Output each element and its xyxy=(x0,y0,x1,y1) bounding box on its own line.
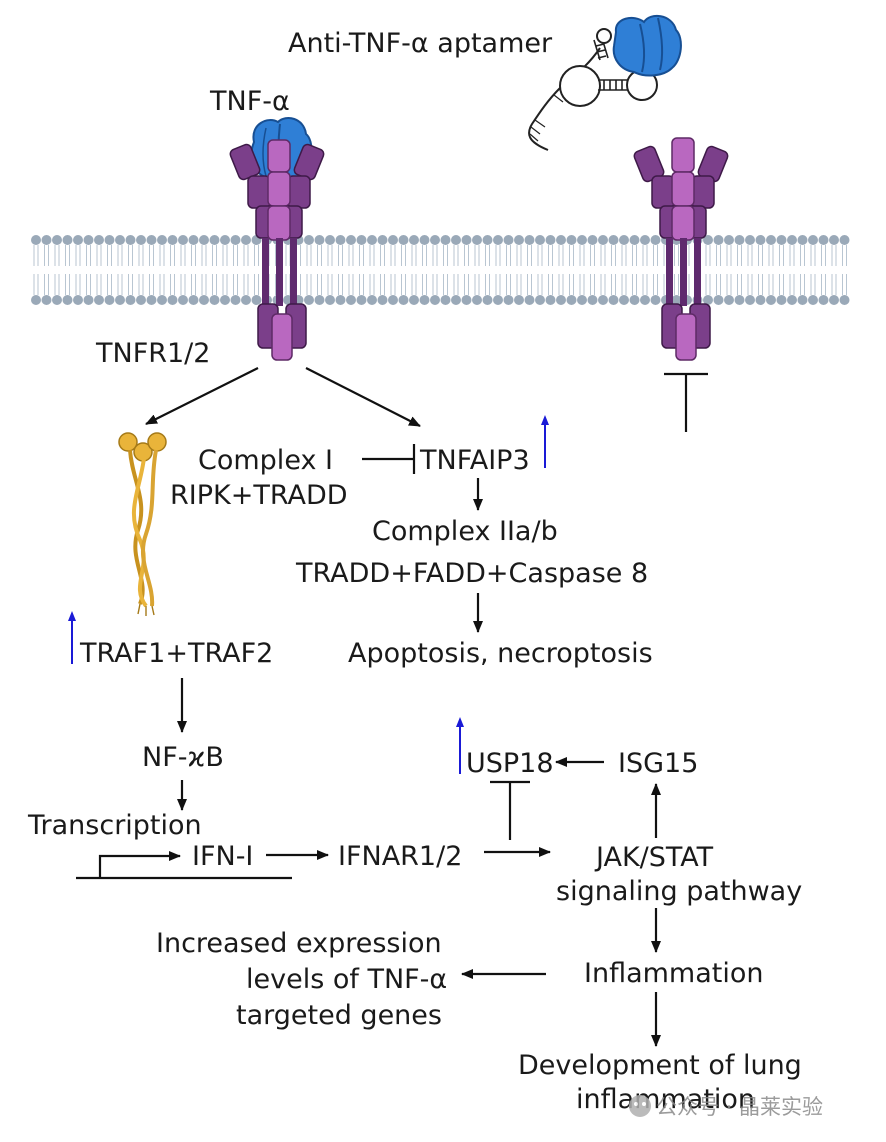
cell-membrane xyxy=(31,235,850,305)
aptamer-label: Anti-TNF-α aptamer xyxy=(288,28,553,59)
complex2-label: Complex IIa/b xyxy=(372,516,558,547)
pathway-connectors xyxy=(76,367,661,1047)
lung-inflammation-label: inflammation xyxy=(576,1084,755,1115)
watermark: 公众号 · 晶莱实验 xyxy=(629,1095,823,1119)
complex2-members: TRADD+FADD+Caspase 8 xyxy=(295,558,648,589)
tnf-receptor-left-icon xyxy=(229,117,325,361)
right-receptor-inhibition xyxy=(664,372,708,432)
traf-label: TRAF1+TRAF2 xyxy=(79,638,273,669)
tnf-receptor-right-icon xyxy=(633,137,729,361)
transcription-label: Transcription xyxy=(27,810,202,841)
usp18-label: USP18 xyxy=(466,748,554,779)
ifn-label: IFN-I xyxy=(192,841,253,872)
ifnar-label: IFNAR1/2 xyxy=(338,841,462,872)
wechat-icon xyxy=(629,1095,651,1117)
isg15-label: ISG15 xyxy=(618,748,698,779)
jak-stat-pathway-label: signaling pathway xyxy=(556,876,802,907)
traf-protein-icon xyxy=(118,432,167,616)
complex1-members: RIPK+TRADD xyxy=(170,480,348,511)
upregulation-arrows xyxy=(68,415,549,774)
apoptosis-label: Apoptosis, necroptosis xyxy=(348,638,653,669)
nfkb-label: NF-ϰB xyxy=(142,742,224,773)
inflammation-label: Inflammation xyxy=(584,958,764,989)
targeted-genes-label: targeted genes xyxy=(236,1000,442,1031)
jak-stat-label: JAK/STAT xyxy=(594,842,714,873)
receptor-label: TNFR1/2 xyxy=(95,338,210,369)
aptamer-icon xyxy=(528,14,682,151)
complex1-label: Complex I xyxy=(198,445,333,476)
increased-expression-label: Increased expression xyxy=(156,928,442,959)
tnfaip3-label: TNFAIP3 xyxy=(419,445,530,476)
tnf-label: TNF-α xyxy=(209,86,290,117)
watermark-text: 公众号 · 晶莱实验 xyxy=(656,1095,823,1119)
tnf-levels-label: levels of TNF-α xyxy=(246,964,447,995)
lung-label: Development of lung xyxy=(518,1050,802,1081)
